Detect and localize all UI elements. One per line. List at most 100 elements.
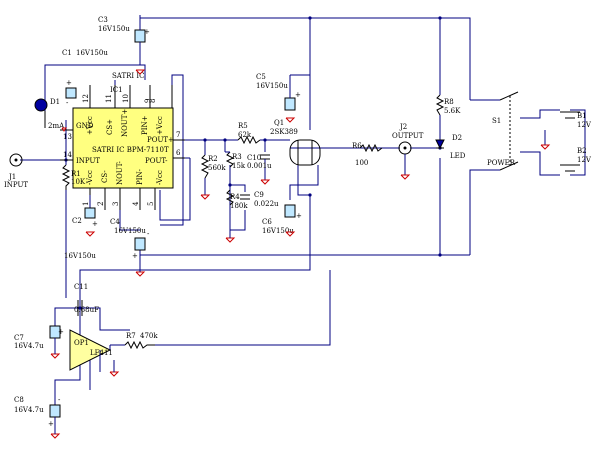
r6-value: 100 xyxy=(355,159,368,167)
q1-jfet: Q1 2SK389 xyxy=(270,119,321,166)
ic1-input-label: INPUT xyxy=(76,157,100,165)
c11-capacitor: C11 0.68uF xyxy=(74,283,99,316)
op1-opamp: OP1 LF411 xyxy=(69,329,120,377)
ic1-pin14-num: 14 xyxy=(63,151,72,159)
ic1-pin-gnd: GND xyxy=(76,122,94,130)
battery-ground xyxy=(540,130,551,150)
j1-input-jack: J1 INPUT xyxy=(4,153,28,189)
d1-value: 2mA xyxy=(48,122,65,130)
r7-resistor: R7 470k xyxy=(124,332,158,350)
r1-resistor: R1 10K xyxy=(61,164,86,190)
c7-plus: + xyxy=(58,328,64,336)
c8-plus: + xyxy=(48,420,54,428)
r3-ref: R3 xyxy=(232,153,242,161)
j2-ref: J2 xyxy=(399,123,407,131)
r7-ref: R7 xyxy=(126,332,136,340)
c6-value: 16V150u xyxy=(262,227,294,235)
c4-capacitor: C4 16V150u - + xyxy=(110,218,150,277)
ic1-pin5-num: 5 xyxy=(147,202,155,206)
ic1-pin6-num: 6 xyxy=(176,149,181,157)
ic1-title: SATRI IC BPM-7110T xyxy=(92,146,169,154)
j2-output-jack: J2 OUTPUT xyxy=(392,123,424,180)
s1-power-switch: S1 POWER xyxy=(487,91,519,171)
r8-resistor: R8 5.6K xyxy=(435,94,461,116)
c9-capacitor: C9 0.022u xyxy=(240,191,279,208)
c1-plus: + xyxy=(66,79,72,87)
r5-resistor: R5 62k xyxy=(237,122,261,145)
c9-value: 0.022u xyxy=(254,200,279,208)
c6-ref: C6 xyxy=(262,218,272,226)
ic1-pin10-num: 10 xyxy=(122,94,130,103)
c1-ref: C1 xyxy=(62,49,72,57)
b1-value: 12V xyxy=(577,121,592,129)
c1-capacitor: C1 16V150u + - xyxy=(62,49,108,107)
c2-ref: C2 xyxy=(72,217,82,225)
c5-value: 16V150u xyxy=(256,82,288,90)
ic1-pin-csm: CS- xyxy=(101,170,109,183)
c4-ref: C4 xyxy=(110,218,120,226)
c6-capacitor: C6 16V150u + xyxy=(262,204,302,237)
c1-minus: - xyxy=(66,99,69,107)
r4-resistor: R4 180k xyxy=(225,189,248,243)
d2-led: D2 LED xyxy=(435,134,466,160)
r1-ref: R1 xyxy=(71,170,81,178)
ic1-pin-pinm: PIN- xyxy=(136,168,144,185)
c7-ref: C7 xyxy=(14,334,24,342)
c2-plus: + xyxy=(92,220,98,228)
ic1-pin1-num: 1 xyxy=(82,202,90,206)
r8-value: 5.6K xyxy=(444,107,461,115)
junction-dots xyxy=(64,16,442,310)
ic1-pin11-num: 11 xyxy=(105,94,113,103)
j1-ref: J1 xyxy=(8,173,16,181)
ic1-pin13-num: 13 xyxy=(63,133,72,141)
c5-plus: + xyxy=(295,91,301,99)
ic1-pin-vccp1: +Vcc xyxy=(86,116,94,135)
c3-ref: C3 xyxy=(98,16,108,24)
c2-capacitor: C2 16V150u - + xyxy=(64,199,100,260)
r1-value: 10K xyxy=(71,178,86,186)
j1-value: INPUT xyxy=(4,181,28,189)
q1-value: 2SK389 xyxy=(270,128,298,136)
q1-ref: Q1 xyxy=(274,119,284,127)
ic1-pin-vccm2: -Vcc xyxy=(156,170,164,185)
ic1-pin-csp: CS+ xyxy=(106,119,114,135)
s1-value: POWER xyxy=(487,159,516,167)
r6-resistor: R6 100 xyxy=(352,142,383,167)
d1-ref: D1 xyxy=(50,98,60,106)
r4-value: 180k xyxy=(230,202,248,210)
c3-capacitor: C3 16V150u + xyxy=(98,16,150,75)
r2-resistor: R2 560k xyxy=(200,154,226,200)
ic1-pin-noutm: NOUT- xyxy=(116,160,124,185)
c9-ref: C9 xyxy=(254,191,264,199)
d2-value: LED xyxy=(450,152,466,160)
c4-value: 16V150u xyxy=(114,227,146,235)
ic1-pin9-num: 9 xyxy=(144,99,152,103)
c7-value: 16V4.7u xyxy=(14,342,44,350)
c11-value: 0.68uF xyxy=(74,306,99,314)
ic1-pin-vccp2: +Vcc xyxy=(156,116,164,135)
b2-battery: B2 12V xyxy=(560,147,592,172)
c8-ref: C8 xyxy=(14,396,24,404)
ic1-pin-noutp: NOUT+ xyxy=(121,109,129,137)
r7-value: 470k xyxy=(140,332,158,340)
ic1-pin-pinp: PIN+ xyxy=(141,115,149,135)
ic1-pin-poutm: POUT- xyxy=(145,157,168,165)
c7-capacitor: C7 16V4.7u + xyxy=(14,325,64,359)
r3-value: 15k xyxy=(232,162,246,170)
c11-ref: C11 xyxy=(74,283,88,291)
b2-ref: B2 xyxy=(577,147,587,155)
ic1-pin7-num: 7 xyxy=(176,131,180,139)
ic1-pin4-num: 4 xyxy=(132,201,140,206)
r4-ref: R4 xyxy=(230,193,240,201)
c6-plus: + xyxy=(296,212,302,220)
ic1-ref: IC1 xyxy=(110,86,123,94)
ic1-pin3-num: 3 xyxy=(112,202,120,206)
b1-battery: B1 12V xyxy=(560,111,592,129)
c8-minus: - xyxy=(58,396,61,404)
c4-minus: - xyxy=(147,230,150,238)
c8-capacitor: C8 16V4.7u - + xyxy=(14,396,61,439)
c10-ref: C10 xyxy=(247,154,261,162)
s1-ref: S1 xyxy=(492,117,501,125)
r8-ref: R8 xyxy=(444,98,454,106)
